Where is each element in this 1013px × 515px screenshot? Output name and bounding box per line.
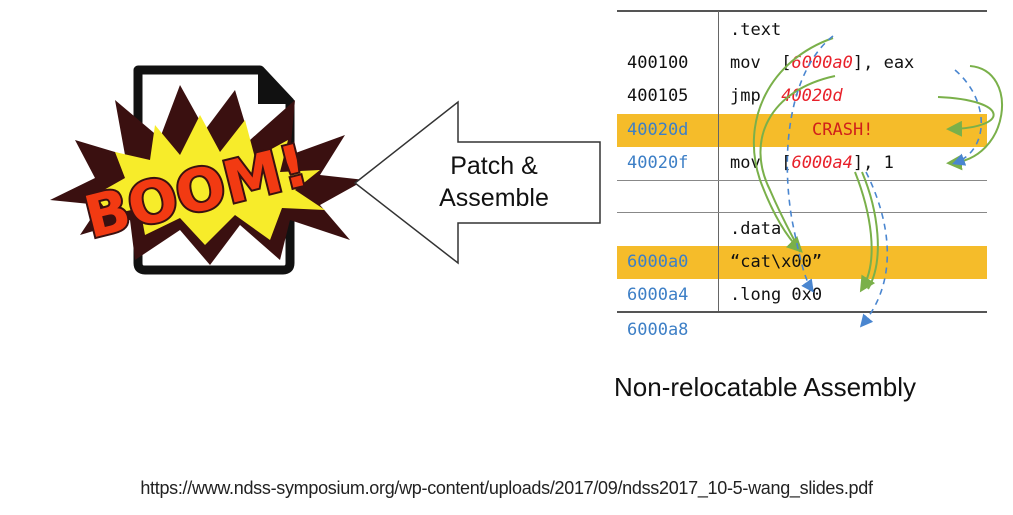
mnemonic: mov (730, 53, 761, 73)
source-url[interactable]: https://www.ndss-symposium.org/wp-conten… (140, 478, 873, 498)
blue-dashed-arrows (786, 35, 983, 328)
address-6000a0: 6000a0 (627, 252, 689, 272)
mnemonic: jmp (730, 86, 761, 106)
table-top-border (617, 10, 987, 12)
section-label-text: .text (730, 20, 782, 40)
instruction-row: mov [6000a0], eax (730, 47, 914, 80)
operand-address: 6000a4 (791, 153, 853, 173)
dashed-arrow-to-6000a4 (786, 35, 834, 293)
dashed-arrow-to-6000a8 (859, 171, 889, 328)
data-long: .long 0x0 (730, 285, 823, 305)
green-arrow-6000a4-b (861, 171, 879, 290)
boom-graphic: BOOM! (50, 65, 365, 275)
dashed-arrow-loop (952, 69, 983, 166)
operand-bracket: [ (781, 53, 792, 73)
address-6000a4: 6000a4 (627, 285, 689, 305)
arrow-label: Patch & Assemble (424, 150, 564, 214)
operand-suffix: ], 1 (852, 153, 894, 173)
address-40020f: 40020f (627, 153, 689, 173)
row-divider (617, 212, 987, 213)
explosion-burst-icon (50, 85, 365, 265)
highlight-row-crash (617, 114, 987, 147)
instruction-row: mov [6000a4], 1 (730, 147, 894, 180)
operand-bracket: [ (781, 153, 792, 173)
green-arrow-eax-to-next (946, 65, 1003, 171)
address-6000a8: 6000a8 (627, 320, 689, 340)
column-divider (718, 11, 719, 312)
crash-label: CRASH! (812, 120, 874, 140)
operand-address: 6000a0 (791, 53, 853, 73)
operand-suffix: ], eax (852, 53, 915, 73)
green-arrow-jmp-to-crash (937, 96, 995, 137)
address-400105: 400105 (627, 86, 689, 106)
section-label-data: .data (730, 219, 782, 239)
green-arrow-mov-to-cat (759, 75, 836, 253)
patch-assemble-arrow (353, 100, 601, 265)
data-string: “cat\x00” (730, 252, 823, 272)
green-flow-arrows (752, 37, 1003, 293)
green-arrow-text-to-cat (752, 37, 834, 253)
arrow-label-line2: Assemble (439, 184, 549, 212)
row-divider (617, 180, 987, 181)
table-caption: Non-relocatable Assembly (614, 372, 917, 402)
mnemonic: mov (730, 153, 761, 173)
arrow-label-line1: Patch & (450, 152, 538, 180)
table-bottom-border (617, 311, 987, 313)
green-arrow-6000a4-a (854, 171, 876, 293)
address-40020d: 40020d (627, 120, 689, 140)
address-400100: 400100 (627, 53, 689, 73)
